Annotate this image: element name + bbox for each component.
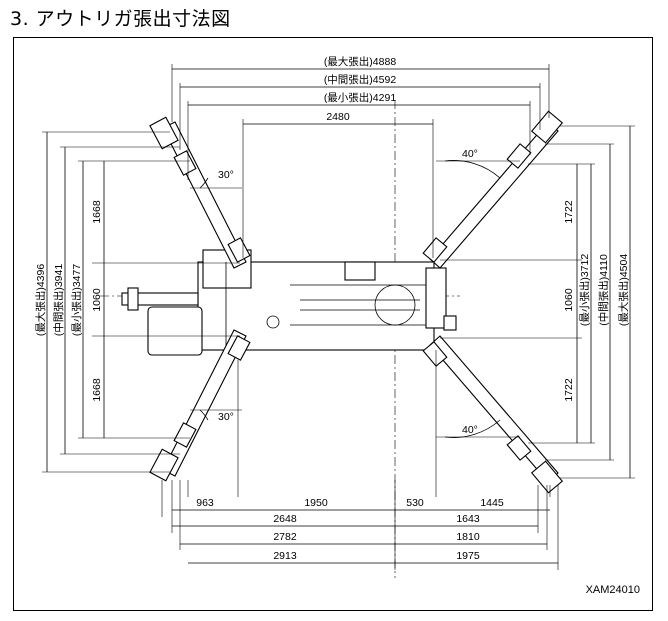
dim-left-min: (最小張出)3477 [70,264,83,337]
dim-top-mid: (中間張出)4592 [324,73,397,86]
top-dimensions: (最大張出)4888 (中間張出)4592 (最小張出)4291 2480 [171,55,550,258]
dim-left-lower: 1668 [91,378,103,402]
dim-bottom-1810: 1810 [456,531,480,543]
outrigger-upper-right [422,110,564,269]
dim-bottom-530: 530 [406,497,424,509]
right-dimensions: 1722 1060 1722 (最小張出)3712 (中間張出)4110 (最大… [440,125,635,479]
dim-right-max: (最大張出)4504 [617,254,630,327]
dim-top-min: (最小張出)4291 [324,91,397,104]
dim-right-mid: (中間張出)4110 [597,254,610,326]
dim-bottom-1445: 1445 [480,497,504,509]
outrigger-lower-right [422,335,564,494]
angle-marks: 30° 30° 40° 40° [190,148,520,438]
drawing-frame [13,37,653,611]
dim-bottom-2913: 2913 [273,550,297,562]
dim-bottom-1643: 1643 [456,513,480,525]
dim-bottom-963: 963 [196,497,214,509]
angle-lower-right: 40° [462,424,478,436]
outrigger-lower-left [149,329,251,482]
dim-right-center: 1060 [563,288,575,312]
dim-top-max: (最大張出)4888 [324,55,397,68]
page-title: 3. アウトリガ張出寸法図 [10,8,231,30]
angle-lower-left: 30° [218,411,234,423]
dim-right-upper: 1722 [563,200,575,224]
crane-body [121,249,457,356]
left-dimensions: (最大張出)4396 (中間張出)3941 (最小張出)3477 1668 10… [34,131,240,473]
dim-top-inner: 2480 [326,111,350,123]
outrigger-upper-left [149,116,251,269]
dim-left-mid: (中間張出)3941 [52,264,65,337]
dim-bottom-1975: 1975 [456,550,480,562]
dim-right-min: (最小張出)3712 [578,254,591,327]
dim-left-max: (最大張出)4396 [34,264,47,337]
bottom-dimensions: 963 1950 530 1445 2648 1643 2782 1810 29… [161,350,559,570]
dim-bottom-1950: 1950 [304,497,328,509]
angle-upper-right: 40° [462,148,478,160]
dim-left-upper: 1668 [91,200,103,224]
dim-bottom-2648: 2648 [273,513,297,525]
dim-right-lower: 1722 [563,378,575,402]
dim-left-center: 1060 [91,288,103,312]
drawing-code: XAM24010 [586,584,640,596]
dim-bottom-2782: 2782 [273,531,297,543]
angle-upper-left: 30° [218,169,234,181]
